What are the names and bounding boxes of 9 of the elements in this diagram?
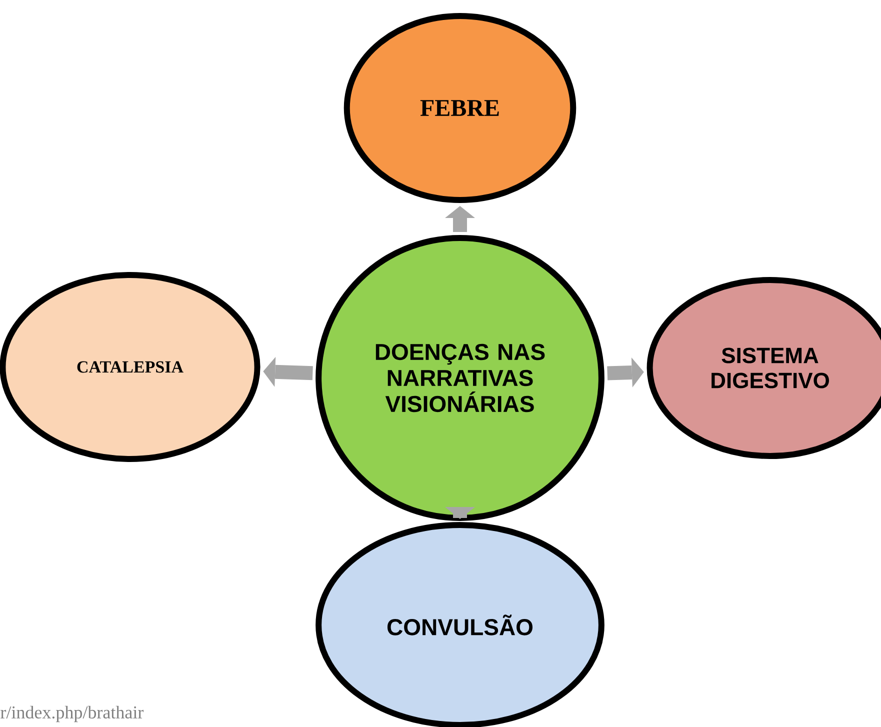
block-arrow bbox=[607, 357, 644, 388]
ellipse-node: CONVULSÃO bbox=[316, 522, 604, 727]
block-arrow bbox=[445, 206, 475, 232]
ellipse-node: FEBRE bbox=[344, 13, 576, 203]
block-arrow bbox=[445, 507, 475, 519]
ellipse-node: DOENÇAS NAS NARRATIVAS VISIONÁRIAS bbox=[316, 235, 604, 521]
url-text: r/index.php/brathair bbox=[0, 706, 144, 722]
block-arrow bbox=[263, 356, 313, 387]
ellipse-node: SISTEMA DIGESTIVO bbox=[646, 277, 881, 459]
